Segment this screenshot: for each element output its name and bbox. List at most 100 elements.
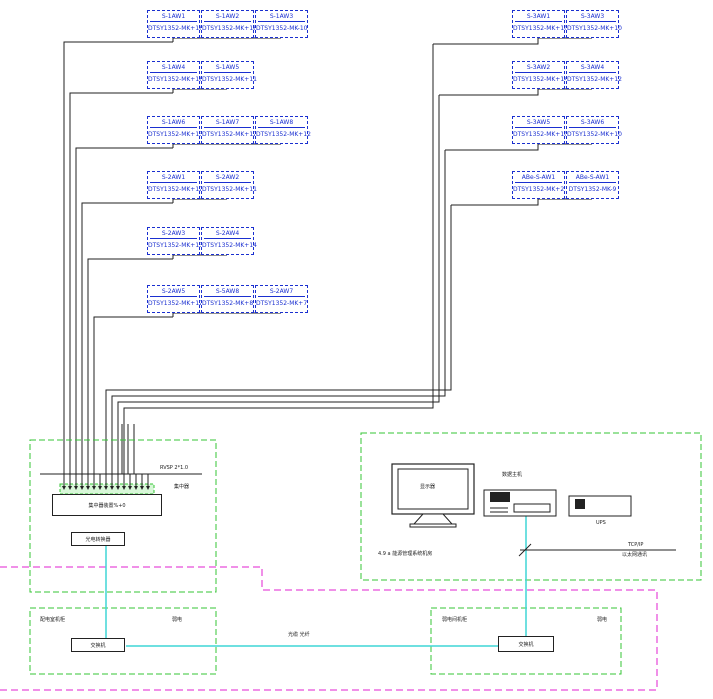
terminal-arrow-4 [86,486,90,490]
left-bus-5 [93,316,147,474]
tcpip-sub: 以太网通讯 [622,552,648,558]
meter-model: DTSY1352-MK-9 [568,186,617,193]
meter-model: DTSY1352-MK+12 [256,131,311,138]
meter-model: DTSY1352-MK+10 [567,25,622,32]
terminal-arrow-14 [146,486,150,490]
converter-box: 光电转换器 [71,532,125,546]
terminal-arrow-5 [92,486,96,490]
terminal-strip [59,483,155,495]
terminal-arrow-12 [134,486,138,490]
building-boundary [0,566,658,691]
meter-model: DTSY1352-MK+13 [148,131,203,138]
left-room-tag: 弱电 [172,617,183,623]
terminal-arrow-10 [122,486,126,490]
meter-name: S-1AW2 [215,13,240,20]
terminal-arrow-9 [116,486,120,490]
ups-icon [568,495,632,517]
meter-name: S-2AW4 [215,230,240,237]
meter-model: DTSY1352-MK+12 [202,131,257,138]
meter-model: DTSY1352-MK+11 [202,186,257,193]
meter-name: S-1AW4 [161,64,186,71]
right-bus-3 [105,205,452,474]
meter-model: DTSY1352-MK+2 [513,186,565,193]
meter-name: S-5AW8 [215,288,240,295]
collector-device: 集中器装置%+0 [52,494,162,516]
terminal-arrow-8 [110,486,114,490]
terminal-arrow-2 [74,486,78,490]
converter-label: 光电转换器 [85,537,111,543]
meter-model: DTSY1352-MK+13 [148,242,203,249]
collector-label: 集中器 [174,484,190,490]
meter-model: DTSY1352-MK+10 [513,25,568,32]
left-switch-box: 交换机 [71,638,125,652]
meter-model: DTSY1352-MK+12 [148,186,203,193]
left-room-label: 配电室机柜 [40,617,66,623]
meter-model: DTSY1352-MK+7 [256,300,308,307]
meter-name: S-2AW7 [269,288,294,295]
tcpip-tick [518,543,532,557]
meter-model: DTSY1352-MK+14 [202,242,257,249]
right-drop-2 [445,144,539,151]
meter-model: DTSY1352-MK+16 [148,25,203,32]
meter-model: DTSY1352-MK+10 [567,131,622,138]
meter-name: S-2AW2 [215,174,240,181]
right-bus-0 [123,44,434,474]
left-bus-4 [87,258,147,474]
terminal-arrow-7 [104,486,108,490]
left-switch-label: 交换机 [90,643,106,649]
meter-name: S-1AW7 [215,119,240,126]
terminal-arrow-1 [68,486,72,490]
right-switch-box: 交换机 [498,636,554,652]
terminal-arrow-13 [140,486,144,490]
meter-name: S-3AW1 [526,13,551,20]
meter-model: DTSY1352-MK+11 [202,76,257,83]
tcpip-title: TCP/IP [628,542,644,548]
ups-label: UPS [596,520,606,526]
left-bus-3 [81,202,147,474]
meter-name: S-1AW3 [269,13,294,20]
terminal-arrow-6 [98,486,102,490]
meter-name: S-1AW1 [161,13,186,20]
collector-cabinet-outline [29,439,217,593]
terminal-arrow-3 [80,486,84,490]
right-room-label: 弱电间机柜 [442,617,468,623]
left-bus-1 [69,92,147,474]
right-drop-1 [439,89,539,96]
right-bus-1 [117,95,440,474]
meter-name: ABe-S-AW1 [575,174,610,181]
cable-label: RVSP 2*1.0 [160,465,189,471]
monitor-label: 显示器 [420,484,436,490]
collector-device-label: 集中器装置%+0 [88,503,126,509]
right-drop-0 [433,38,539,45]
meter-model: DTSY1352-MK+12 [567,76,622,83]
host-label: 数据主机 [502,472,523,478]
meter-name: S-3AW5 [526,119,551,126]
left-bus-2 [75,147,147,474]
meter-model: DTSY1352-MK+12 [148,300,203,307]
bus-wires [63,37,592,474]
right-drop-3 [451,199,539,206]
terminal-arrow-0 [62,486,66,490]
meter-model: DTSY1352-MK+16 [148,76,203,83]
left-switch-cabinet-outline [29,607,217,675]
right-bus-2 [111,150,446,474]
host-icon [483,489,557,517]
meter-name: S-3AW3 [580,13,605,20]
